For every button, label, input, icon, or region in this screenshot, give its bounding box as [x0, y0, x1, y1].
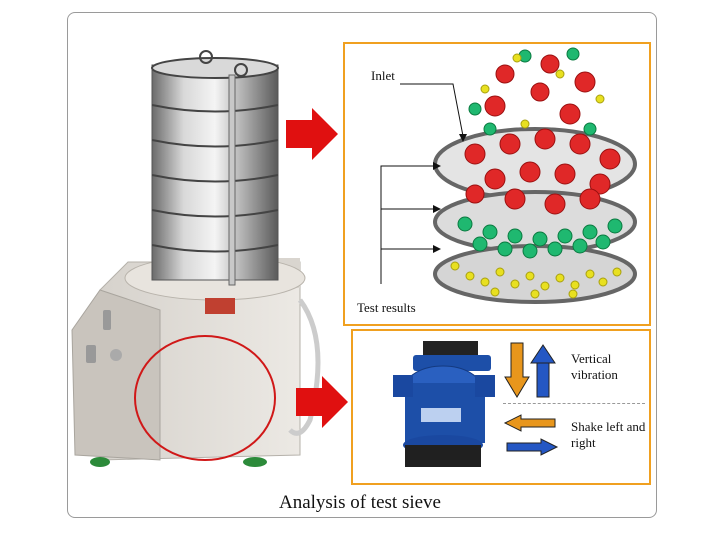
vertical-vibration-arrows	[504, 342, 556, 398]
divider	[503, 403, 645, 404]
vertical-vibration-label: Vertical vibration	[571, 351, 618, 383]
sieve-layers-illustration	[380, 47, 637, 304]
red-arrow-bottom	[296, 376, 348, 428]
shake-left-right-label: Shake left and right	[571, 419, 646, 451]
red-arrow-top	[286, 108, 338, 160]
vibration-motor-panel: Vertical vibration Shake left and right	[351, 329, 651, 485]
shake-left-right-arrows	[503, 414, 559, 456]
figure-caption: Analysis of test sieve	[278, 492, 441, 513]
sieve-analysis-panel: Inlet Test results	[343, 42, 651, 326]
inlet-label: Inlet	[371, 68, 395, 83]
vibration-motor-illustration	[393, 341, 495, 467]
test-results-label: Test results	[357, 300, 416, 315]
